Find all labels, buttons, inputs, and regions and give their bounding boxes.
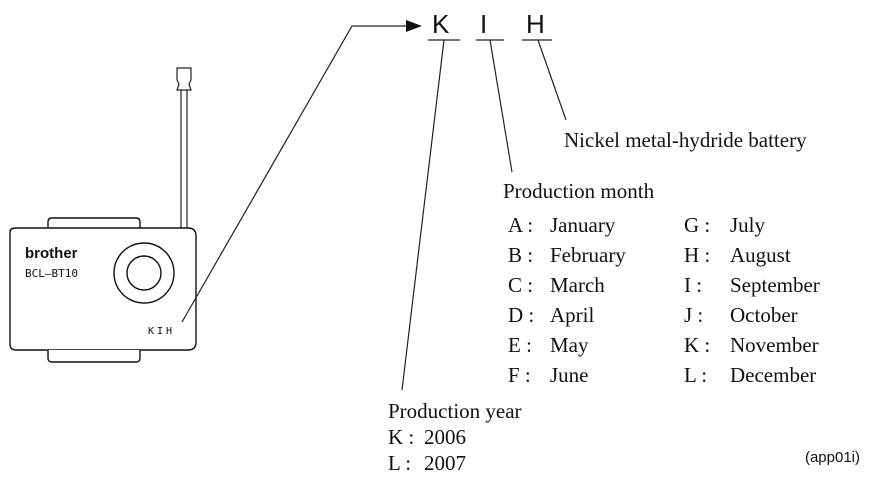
- month-code: H :: [684, 243, 710, 267]
- month-code: D :: [508, 303, 534, 327]
- battery-printed-code: KIH: [148, 326, 175, 337]
- month-name: February: [550, 243, 626, 267]
- month-name: April: [550, 303, 594, 327]
- code-letter-year: K: [432, 9, 450, 39]
- year-list: K : 2006 L : 2007: [388, 425, 466, 475]
- battery-brand-logo: brother: [25, 245, 78, 262]
- code-leader-line: [181, 25, 408, 323]
- year-code: K :: [388, 425, 414, 449]
- battery-round-button-inner: [126, 255, 162, 291]
- battery-type-label: Nickel metal-hydride battery: [564, 128, 807, 152]
- figure-reference-tag: (app01i): [805, 449, 860, 466]
- code-letter-month: I: [480, 9, 487, 39]
- battery-bottom-tab: [47, 350, 141, 363]
- battery-connector: [176, 67, 192, 232]
- year-code: L :: [388, 451, 411, 475]
- year-value: 2006: [424, 425, 466, 449]
- month-name: June: [550, 363, 589, 387]
- month-code: I :: [684, 273, 702, 297]
- month-code: F :: [508, 363, 531, 387]
- month-code: E :: [508, 333, 532, 357]
- month-name: January: [550, 213, 616, 237]
- month-name: March: [550, 273, 605, 297]
- month-name: November: [730, 333, 819, 357]
- month-list-right: G : July H : August I : September J : Oc…: [684, 213, 820, 387]
- code-letter-type: H: [526, 9, 545, 39]
- month-code: G :: [684, 213, 710, 237]
- month-name: December: [730, 363, 816, 387]
- month-code: K :: [684, 333, 710, 357]
- code-letters: K I H: [428, 9, 552, 41]
- month-code: C :: [508, 273, 533, 297]
- production-year-title: Production year: [388, 399, 522, 423]
- month-code: A :: [508, 213, 533, 237]
- month-name: August: [730, 243, 791, 267]
- month-code: L :: [684, 363, 707, 387]
- month-name: September: [730, 273, 820, 297]
- month-code: J :: [684, 303, 703, 327]
- year-value: 2007: [424, 451, 466, 475]
- type-pointer-line: [537, 39, 567, 121]
- month-name: May: [550, 333, 589, 357]
- month-name: October: [730, 303, 798, 327]
- month-list-left: A : January B : February C : March D : A…: [508, 213, 626, 387]
- month-pointer-line: [489, 39, 513, 173]
- month-code: B :: [508, 243, 533, 267]
- battery-illustration: brother BCL–BT10 KIH: [9, 67, 197, 363]
- production-month-title: Production month: [503, 179, 655, 203]
- month-name: July: [730, 213, 766, 237]
- battery-model-label: BCL–BT10: [25, 267, 78, 280]
- code-leader-arrowhead: [406, 20, 422, 32]
- year-pointer-line: [401, 39, 445, 391]
